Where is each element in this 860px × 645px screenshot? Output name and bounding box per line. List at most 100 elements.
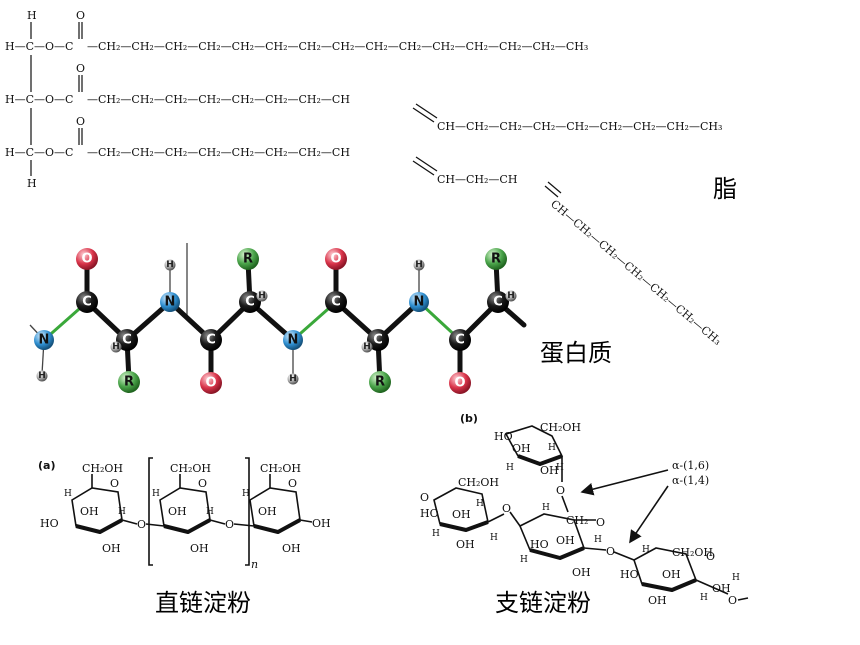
- atom-oxygen: [325, 248, 347, 270]
- svg-text:C: C: [82, 295, 92, 310]
- atom-hydrogen: [361, 341, 373, 353]
- svg-text:OH: OH: [540, 464, 559, 477]
- linkage-alpha-1-6: α-(1,6): [672, 459, 709, 472]
- svg-text:H: H: [548, 443, 556, 453]
- glucose-ring: CH₂OH O HO OH OH H H: [40, 462, 126, 555]
- svg-text:R: R: [375, 375, 385, 390]
- atom-carbon: [76, 291, 98, 313]
- glucose-ring: CH₂OH O OH OH OH H: [242, 462, 331, 555]
- svg-text:H: H: [206, 507, 214, 517]
- svg-text:H: H: [38, 371, 46, 381]
- svg-text:OH: OH: [456, 538, 475, 551]
- svg-text:O: O: [110, 477, 119, 490]
- svg-text:H: H: [415, 260, 423, 270]
- svg-text:O: O: [225, 518, 234, 531]
- svg-text:H: H: [542, 503, 550, 513]
- label-protein: 蛋白质: [540, 339, 612, 367]
- atom-hydrogen: [505, 290, 517, 302]
- svg-text:O: O: [205, 376, 216, 391]
- svg-text:OH: OH: [190, 542, 209, 555]
- atom-oxygen: [76, 248, 98, 270]
- arrow-alpha-1-6: [580, 469, 669, 496]
- svg-text:H: H: [490, 533, 498, 543]
- label-amylopectin: 支链淀粉: [495, 589, 591, 617]
- svg-text:N: N: [165, 295, 176, 310]
- atom-hydrogen: [110, 341, 122, 353]
- svg-text:OH: OH: [556, 534, 575, 547]
- fat-chain-2a: —CH₂—CH₂—CH₂—CH₂—CH₂—CH₂—CH₂—CH: [87, 93, 350, 106]
- label-fat: 脂: [713, 175, 737, 203]
- amylose-structure: (a) n CH₂OH O HO OH OH H H O CH₂OH O OH: [38, 457, 331, 617]
- glycerol-backbone: H H—C—O—C H—C—O—C H—C—O—C H O O O: [5, 9, 85, 190]
- repeat-bracket-left: [148, 457, 153, 566]
- atom-nitrogen: [160, 292, 180, 312]
- svg-text:OH: OH: [168, 505, 187, 518]
- svg-text:OH: OH: [102, 542, 121, 555]
- atom-nitrogen: [34, 330, 54, 350]
- svg-text:HO: HO: [40, 517, 59, 530]
- svg-text:HO: HO: [620, 568, 639, 581]
- svg-text:C: C: [493, 295, 503, 310]
- svg-text:CH₂OH: CH₂OH: [672, 546, 713, 559]
- fat-structure: H H—C—O—C H—C—O—C H—C—O—C H O O O —CH₂—C…: [5, 9, 737, 348]
- arrow-alpha-1-4: [629, 485, 669, 544]
- label-amylose: 直链淀粉: [155, 589, 251, 617]
- svg-text:O: O: [288, 477, 297, 490]
- svg-text:C: C: [455, 333, 465, 348]
- svg-text:O: O: [76, 9, 85, 22]
- svg-text:H: H: [242, 489, 250, 499]
- glycerol-h-bottom: H: [27, 177, 37, 190]
- svg-text:C: C: [373, 333, 383, 348]
- protein-atoms: O O O O R R R R C C C C: [34, 248, 517, 394]
- atom-hydrogen: [413, 259, 425, 271]
- svg-text:N: N: [288, 333, 299, 348]
- atom-carbon: [325, 291, 347, 313]
- svg-text:O: O: [706, 550, 715, 563]
- svg-text:OH: OH: [512, 442, 531, 455]
- svg-text:H: H: [118, 507, 126, 517]
- svg-text:H: H: [476, 499, 484, 509]
- atom-oxygen: [449, 372, 471, 394]
- svg-text:O: O: [76, 115, 85, 128]
- svg-text:OH: OH: [648, 594, 667, 607]
- glucose-ring: CH₂OH O OH OH H H: [152, 462, 214, 555]
- svg-text:C: C: [122, 333, 132, 348]
- svg-text:H: H: [594, 535, 602, 545]
- svg-text:H: H: [732, 573, 740, 583]
- svg-text:HO: HO: [420, 507, 439, 520]
- svg-text:OH: OH: [572, 566, 591, 579]
- svg-text:O: O: [198, 477, 207, 490]
- svg-text:OH: OH: [662, 568, 681, 581]
- svg-text:H: H: [363, 342, 371, 352]
- svg-text:OH: OH: [312, 517, 331, 530]
- atom-nitrogen: [409, 292, 429, 312]
- svg-text:O: O: [137, 518, 146, 531]
- atom-r-group: [118, 371, 140, 393]
- glycerol-h1: H—C—O—C: [5, 40, 73, 53]
- svg-text:H: H: [556, 463, 564, 473]
- svg-text:H: H: [166, 260, 174, 270]
- svg-text:O: O: [76, 62, 85, 75]
- svg-text:R: R: [124, 375, 134, 390]
- svg-text:O: O: [330, 252, 341, 267]
- svg-text:R: R: [491, 252, 501, 267]
- svg-text:CH₂OH: CH₂OH: [458, 476, 499, 489]
- atom-r-group: [369, 371, 391, 393]
- atom-nitrogen: [283, 330, 303, 350]
- svg-text:CH₂OH: CH₂OH: [82, 462, 123, 475]
- svg-text:H: H: [258, 291, 266, 301]
- fat-chain-3b: CH—CH₂—CH: [437, 173, 517, 186]
- glucose-ring: CH₂OH O HO OH OH H H H: [420, 476, 499, 551]
- svg-text:O: O: [81, 252, 92, 267]
- svg-text:O: O: [420, 491, 429, 504]
- svg-text:H: H: [642, 545, 650, 555]
- svg-text:CH₂OH: CH₂OH: [540, 421, 581, 434]
- atom-carbon: [367, 329, 389, 351]
- svg-text:OH: OH: [712, 582, 731, 595]
- svg-text:H: H: [506, 463, 514, 473]
- svg-text:O: O: [728, 594, 737, 607]
- svg-text:O: O: [454, 376, 465, 391]
- svg-text:OH: OH: [452, 508, 471, 521]
- glucose-ring: CH₂OH O HO OH OH OH H H H: [620, 545, 740, 607]
